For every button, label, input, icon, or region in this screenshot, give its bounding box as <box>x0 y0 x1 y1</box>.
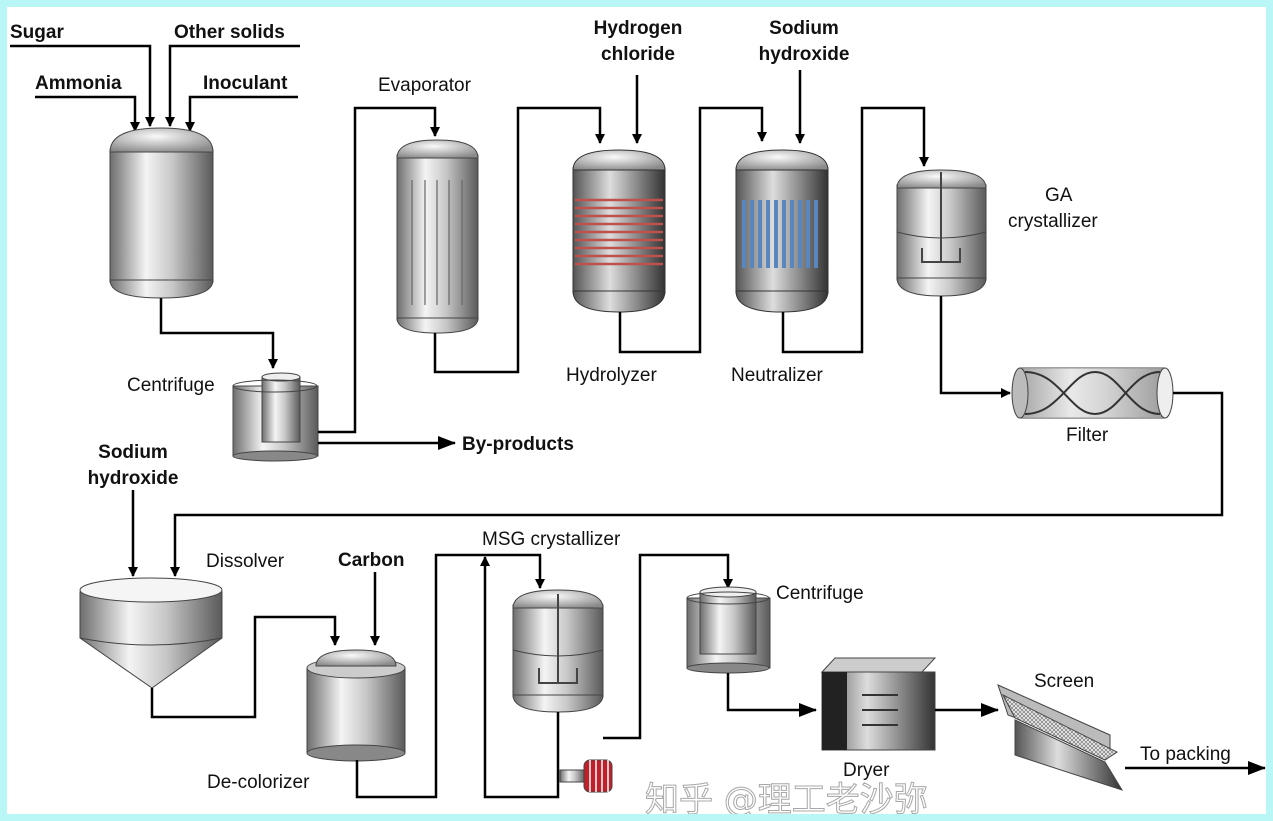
filter-vessel <box>1011 367 1174 419</box>
feed-other-solids-label: Other solids <box>174 22 285 43</box>
hcl-label-line1: Hydrogen <box>594 18 683 39</box>
dryer-label: Dryer <box>843 760 890 781</box>
byproducts-label: By-products <box>462 434 574 455</box>
neutralizer-vessel <box>735 149 829 313</box>
decolorizer-vessel <box>306 649 406 762</box>
hydrolyzer-vessel <box>572 149 666 313</box>
naoh-a-label-line1: Sodium <box>769 18 839 39</box>
ga-crystallizer-label-line1: GA <box>1045 185 1073 206</box>
screen-unit <box>997 684 1124 791</box>
dissolver-vessel <box>79 577 223 689</box>
fermenter-vessel <box>109 127 214 299</box>
screen-label: Screen <box>1034 671 1094 692</box>
to-packing-label: To packing <box>1140 744 1231 765</box>
centrifuge-1 <box>232 372 319 462</box>
evaporator-vessel <box>396 139 479 334</box>
filter-label: Filter <box>1066 425 1109 446</box>
carbon-label: Carbon <box>338 550 405 571</box>
feed-ammonia-label: Ammonia <box>35 73 122 94</box>
dissolver-label: Dissolver <box>206 551 285 572</box>
flow-diagram-svg: Sugar Other solids Ammonia Inoculant Cen… <box>10 18 1266 814</box>
centrifuge-2-label: Centrifuge <box>776 583 864 604</box>
feed-inoculant-label: Inoculant <box>203 73 288 94</box>
recirculation-pump <box>559 759 613 793</box>
feed-lines <box>10 44 300 132</box>
centrifuge-2 <box>686 586 771 674</box>
feed-sugar-label: Sugar <box>10 22 64 43</box>
dryer-unit <box>820 657 937 751</box>
naoh-b-label-line1: Sodium <box>98 442 168 463</box>
process-diagram: Sugar Other solids Ammonia Inoculant Cen… <box>7 7 1266 814</box>
msg-crystallizer-label: MSG crystallizer <box>482 529 621 550</box>
hydrolyzer-label: Hydrolyzer <box>566 365 657 386</box>
watermark: 知乎 @理工老沙弥 <box>645 780 928 814</box>
ga-crystallizer-vessel <box>896 169 987 297</box>
evaporator-label: Evaporator <box>378 75 472 96</box>
hcl-label-line2: chloride <box>601 44 675 65</box>
decolorizer-label: De-colorizer <box>207 772 310 793</box>
centrifuge-1-label: Centrifuge <box>127 375 215 396</box>
msg-crystallizer-vessel <box>512 589 604 713</box>
naoh-a-label-line2: hydroxide <box>759 44 850 65</box>
naoh-b-label-line2: hydroxide <box>88 468 179 489</box>
neutralizer-label: Neutralizer <box>731 365 824 386</box>
ga-crystallizer-label-line2: crystallizer <box>1008 211 1098 232</box>
